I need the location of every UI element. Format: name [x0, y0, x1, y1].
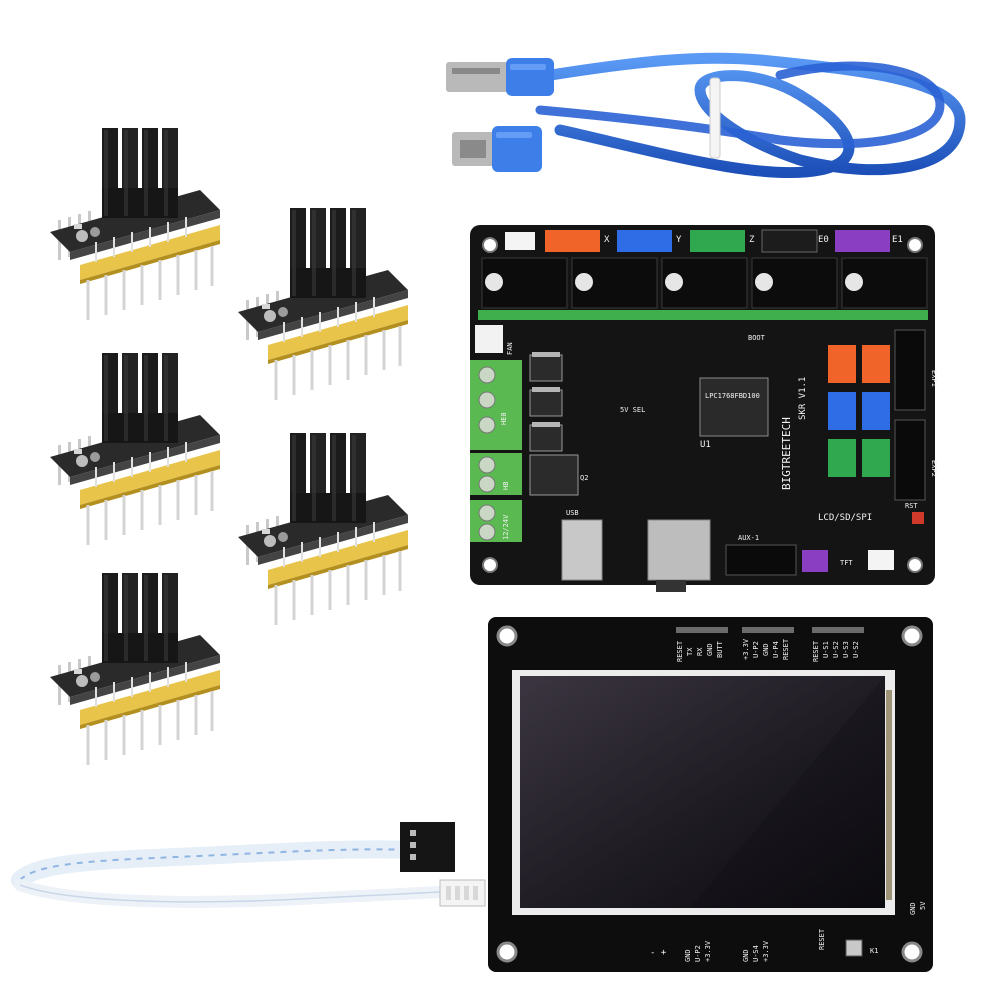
label-vin: 12/24V: [502, 514, 510, 540]
stepper-driver-2: [238, 208, 408, 400]
svg-text:5V: 5V: [919, 901, 927, 910]
svg-text:GND: GND: [742, 949, 750, 962]
stepper-driver-1: [50, 128, 220, 320]
display-pins-top-right: RESET U-S1 U-S2 U-S3 U-S2: [812, 640, 860, 662]
stepper-driver-5: [50, 573, 220, 765]
usb-socket: [561, 519, 603, 581]
cable-tie: [709, 77, 721, 159]
label-axis-x: X: [604, 235, 610, 245]
endstop-connectors: [828, 345, 890, 477]
svg-text:+3.3V: +3.3V: [704, 940, 712, 962]
svg-text:GND: GND: [706, 643, 714, 656]
svg-text:U-P2: U-P2: [752, 641, 760, 658]
usb-a-plug: [446, 58, 554, 96]
svg-text:RESET: RESET: [812, 640, 820, 662]
svg-text:RESET: RESET: [676, 640, 684, 662]
label-hb: HB: [502, 482, 510, 490]
control-board: X Y Z E0 E1: [470, 225, 938, 592]
label-exp2: EXP2: [930, 460, 938, 477]
sd-card-slot: [647, 519, 711, 581]
usb-b-plug: [452, 126, 542, 172]
label-brand: BIGTREETECH: [780, 417, 793, 490]
svg-text:RESET: RESET: [782, 638, 790, 660]
connector-y: [617, 230, 672, 252]
label-chip: LPC1768FBD100: [705, 392, 760, 400]
label-boot: BOOT: [748, 334, 766, 342]
svg-text:TX: TX: [686, 647, 694, 656]
svg-text:+3.3V: +3.3V: [762, 940, 770, 962]
svg-text:U-S3: U-S3: [842, 641, 850, 658]
label-u1: U1: [700, 440, 711, 450]
label-fan: FAN: [506, 342, 514, 355]
svg-text:GND: GND: [909, 902, 917, 915]
label-axis-e1: E1: [892, 235, 903, 245]
label-reset: RESET: [818, 928, 826, 950]
connector-e1: [835, 230, 890, 252]
mcu-chip: [699, 377, 769, 437]
display-pins-bottom: GND U-P2 +3.3V GND U-S4 +3.3V: [684, 940, 770, 962]
label-k1: K1: [870, 947, 878, 955]
connector-z: [690, 230, 745, 252]
label-tft: TFT: [840, 559, 853, 567]
label-5v-sel: 5V SEL: [620, 406, 645, 414]
stepper-driver-4: [238, 433, 408, 625]
label-usb: USB: [566, 509, 579, 517]
label-rst: RST: [905, 502, 918, 510]
svg-text:U-S2: U-S2: [832, 641, 840, 658]
svg-text:U-S1: U-S1: [822, 641, 830, 658]
dupont-connector: [400, 822, 455, 872]
svg-text:+3.3V: +3.3V: [742, 638, 750, 660]
svg-text:U-S2: U-S2: [852, 641, 860, 658]
label-axis-e0: E0: [818, 235, 829, 245]
svg-text:RX: RX: [696, 647, 704, 656]
label-model: SKR V1.1: [798, 377, 808, 420]
label-he0: HE0: [500, 412, 508, 425]
svg-text:U-P2: U-P2: [694, 945, 702, 962]
label-axis-z: Z: [749, 235, 755, 245]
label-axis-y: Y: [676, 235, 682, 245]
display-pins-top-mid: +3.3V U-P2 GND U-P4 RESET: [742, 638, 790, 660]
svg-text:GND: GND: [684, 949, 692, 962]
reset-button[interactable]: [845, 939, 863, 957]
display-pins-right: GND 5V: [909, 901, 927, 915]
svg-text:BUTT: BUTT: [716, 640, 724, 658]
connector-e0: [761, 229, 818, 253]
svg-text:GND: GND: [762, 643, 770, 656]
svg-text:U-P4: U-P4: [772, 641, 780, 658]
label-lcd-sd-spi: LCD/SD/SPI: [818, 513, 872, 523]
label-plus-minus: - +: [650, 948, 667, 958]
tft-display: RESET TX RX GND BUTT +3.3V U-P2 GND U-P4…: [488, 617, 933, 972]
connector-x: [545, 230, 600, 252]
ribbon-cable: [11, 822, 486, 908]
label-aux1: AUX-1: [738, 534, 759, 542]
usb-cable: [446, 52, 966, 179]
stepper-driver-3: [50, 353, 220, 545]
display-pins-top-left: RESET TX RX GND BUTT: [676, 640, 724, 662]
label-exp1: EXP1: [930, 370, 938, 387]
svg-text:U-S4: U-S4: [752, 945, 760, 962]
label-q2: Q2: [580, 474, 588, 482]
